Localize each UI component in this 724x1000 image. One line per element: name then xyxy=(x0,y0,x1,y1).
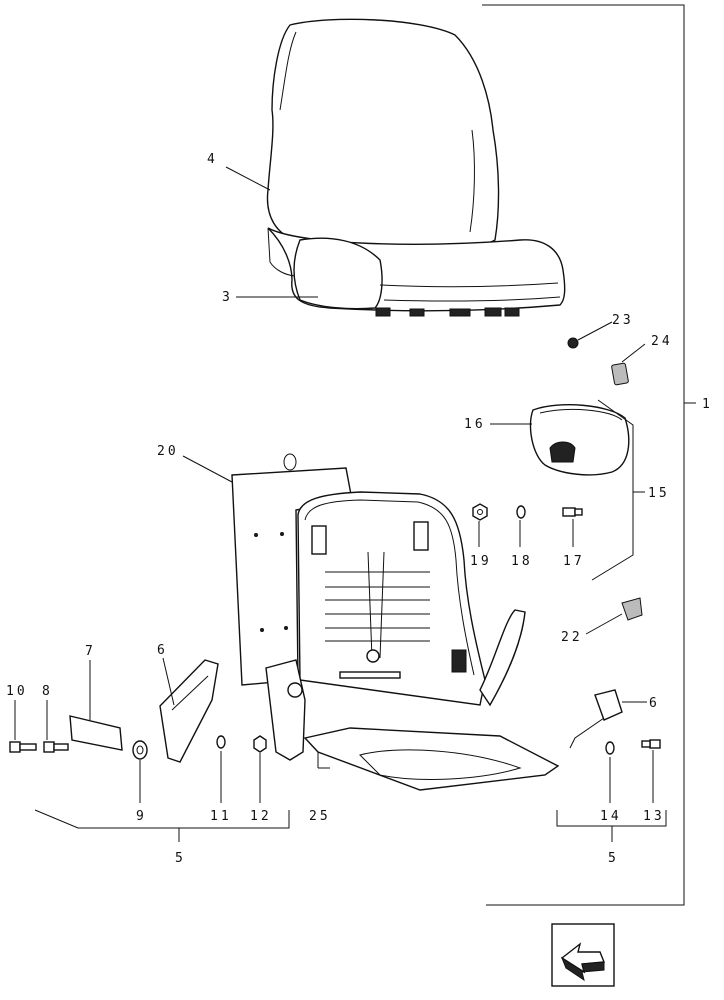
callout-15: 15 xyxy=(648,486,670,501)
callout-5-right: 5 xyxy=(608,851,619,866)
nut-19 xyxy=(472,503,488,547)
callout-9: 9 xyxy=(136,809,147,824)
seat-bottom-cushion xyxy=(267,227,566,317)
bolt-17 xyxy=(562,507,583,547)
callout-labels: 1 3 4 5 5 6 6 7 8 9 10 11 12 13 14 15 16… xyxy=(6,152,713,866)
bracket-5-left xyxy=(34,809,290,842)
callout-7: 7 xyxy=(85,644,96,659)
plate-7 xyxy=(69,660,123,751)
seat-frame xyxy=(265,491,560,791)
callout-6-right: 6 xyxy=(649,696,660,711)
callout-10: 10 xyxy=(6,684,28,699)
callout-5-left: 5 xyxy=(175,851,186,866)
callout-16: 16 xyxy=(464,417,486,432)
callout-18: 18 xyxy=(511,554,533,569)
callout-12: 12 xyxy=(250,809,272,824)
seat-belt-buckle-left xyxy=(159,657,219,763)
callout-19: 19 xyxy=(470,554,492,569)
bolt-8 xyxy=(43,700,69,753)
knob-screw xyxy=(567,321,613,349)
callout-22: 22 xyxy=(561,630,583,645)
back-panel xyxy=(182,453,353,686)
callout-24: 24 xyxy=(651,334,673,349)
bolt-10 xyxy=(9,700,37,753)
seat-belt-buckle-right xyxy=(569,689,647,749)
callout-1: 1 xyxy=(702,397,713,412)
small-cover xyxy=(611,343,646,386)
callout-6-left: 6 xyxy=(157,643,168,658)
callout-3: 3 xyxy=(222,290,233,305)
seat-bottom-runners xyxy=(375,307,520,317)
spacer-9 xyxy=(132,740,148,803)
callout-25: 25 xyxy=(309,809,331,824)
nut-12 xyxy=(253,735,267,803)
callout-20: 20 xyxy=(157,444,179,459)
next-page-arrow-icon[interactable] xyxy=(551,923,615,987)
armrest-pad xyxy=(490,404,630,476)
callout-13: 13 xyxy=(643,809,665,824)
washer-11 xyxy=(216,735,226,803)
bracket-15 xyxy=(591,399,645,581)
callout-17: 17 xyxy=(563,554,585,569)
callout-4: 4 xyxy=(207,152,218,167)
frame-springs xyxy=(325,551,430,659)
callout-8: 8 xyxy=(42,684,53,699)
bracket-5-right xyxy=(556,810,667,842)
washer-18 xyxy=(516,505,526,547)
clip-22 xyxy=(585,597,643,635)
washer-14 xyxy=(605,741,615,803)
bolt-13 xyxy=(641,739,661,803)
seat-back-cushion xyxy=(266,18,500,253)
callout-14: 14 xyxy=(600,809,622,824)
callout-23: 23 xyxy=(612,313,634,328)
callout-11: 11 xyxy=(210,809,232,824)
assembly-bracket-1 xyxy=(482,4,696,906)
